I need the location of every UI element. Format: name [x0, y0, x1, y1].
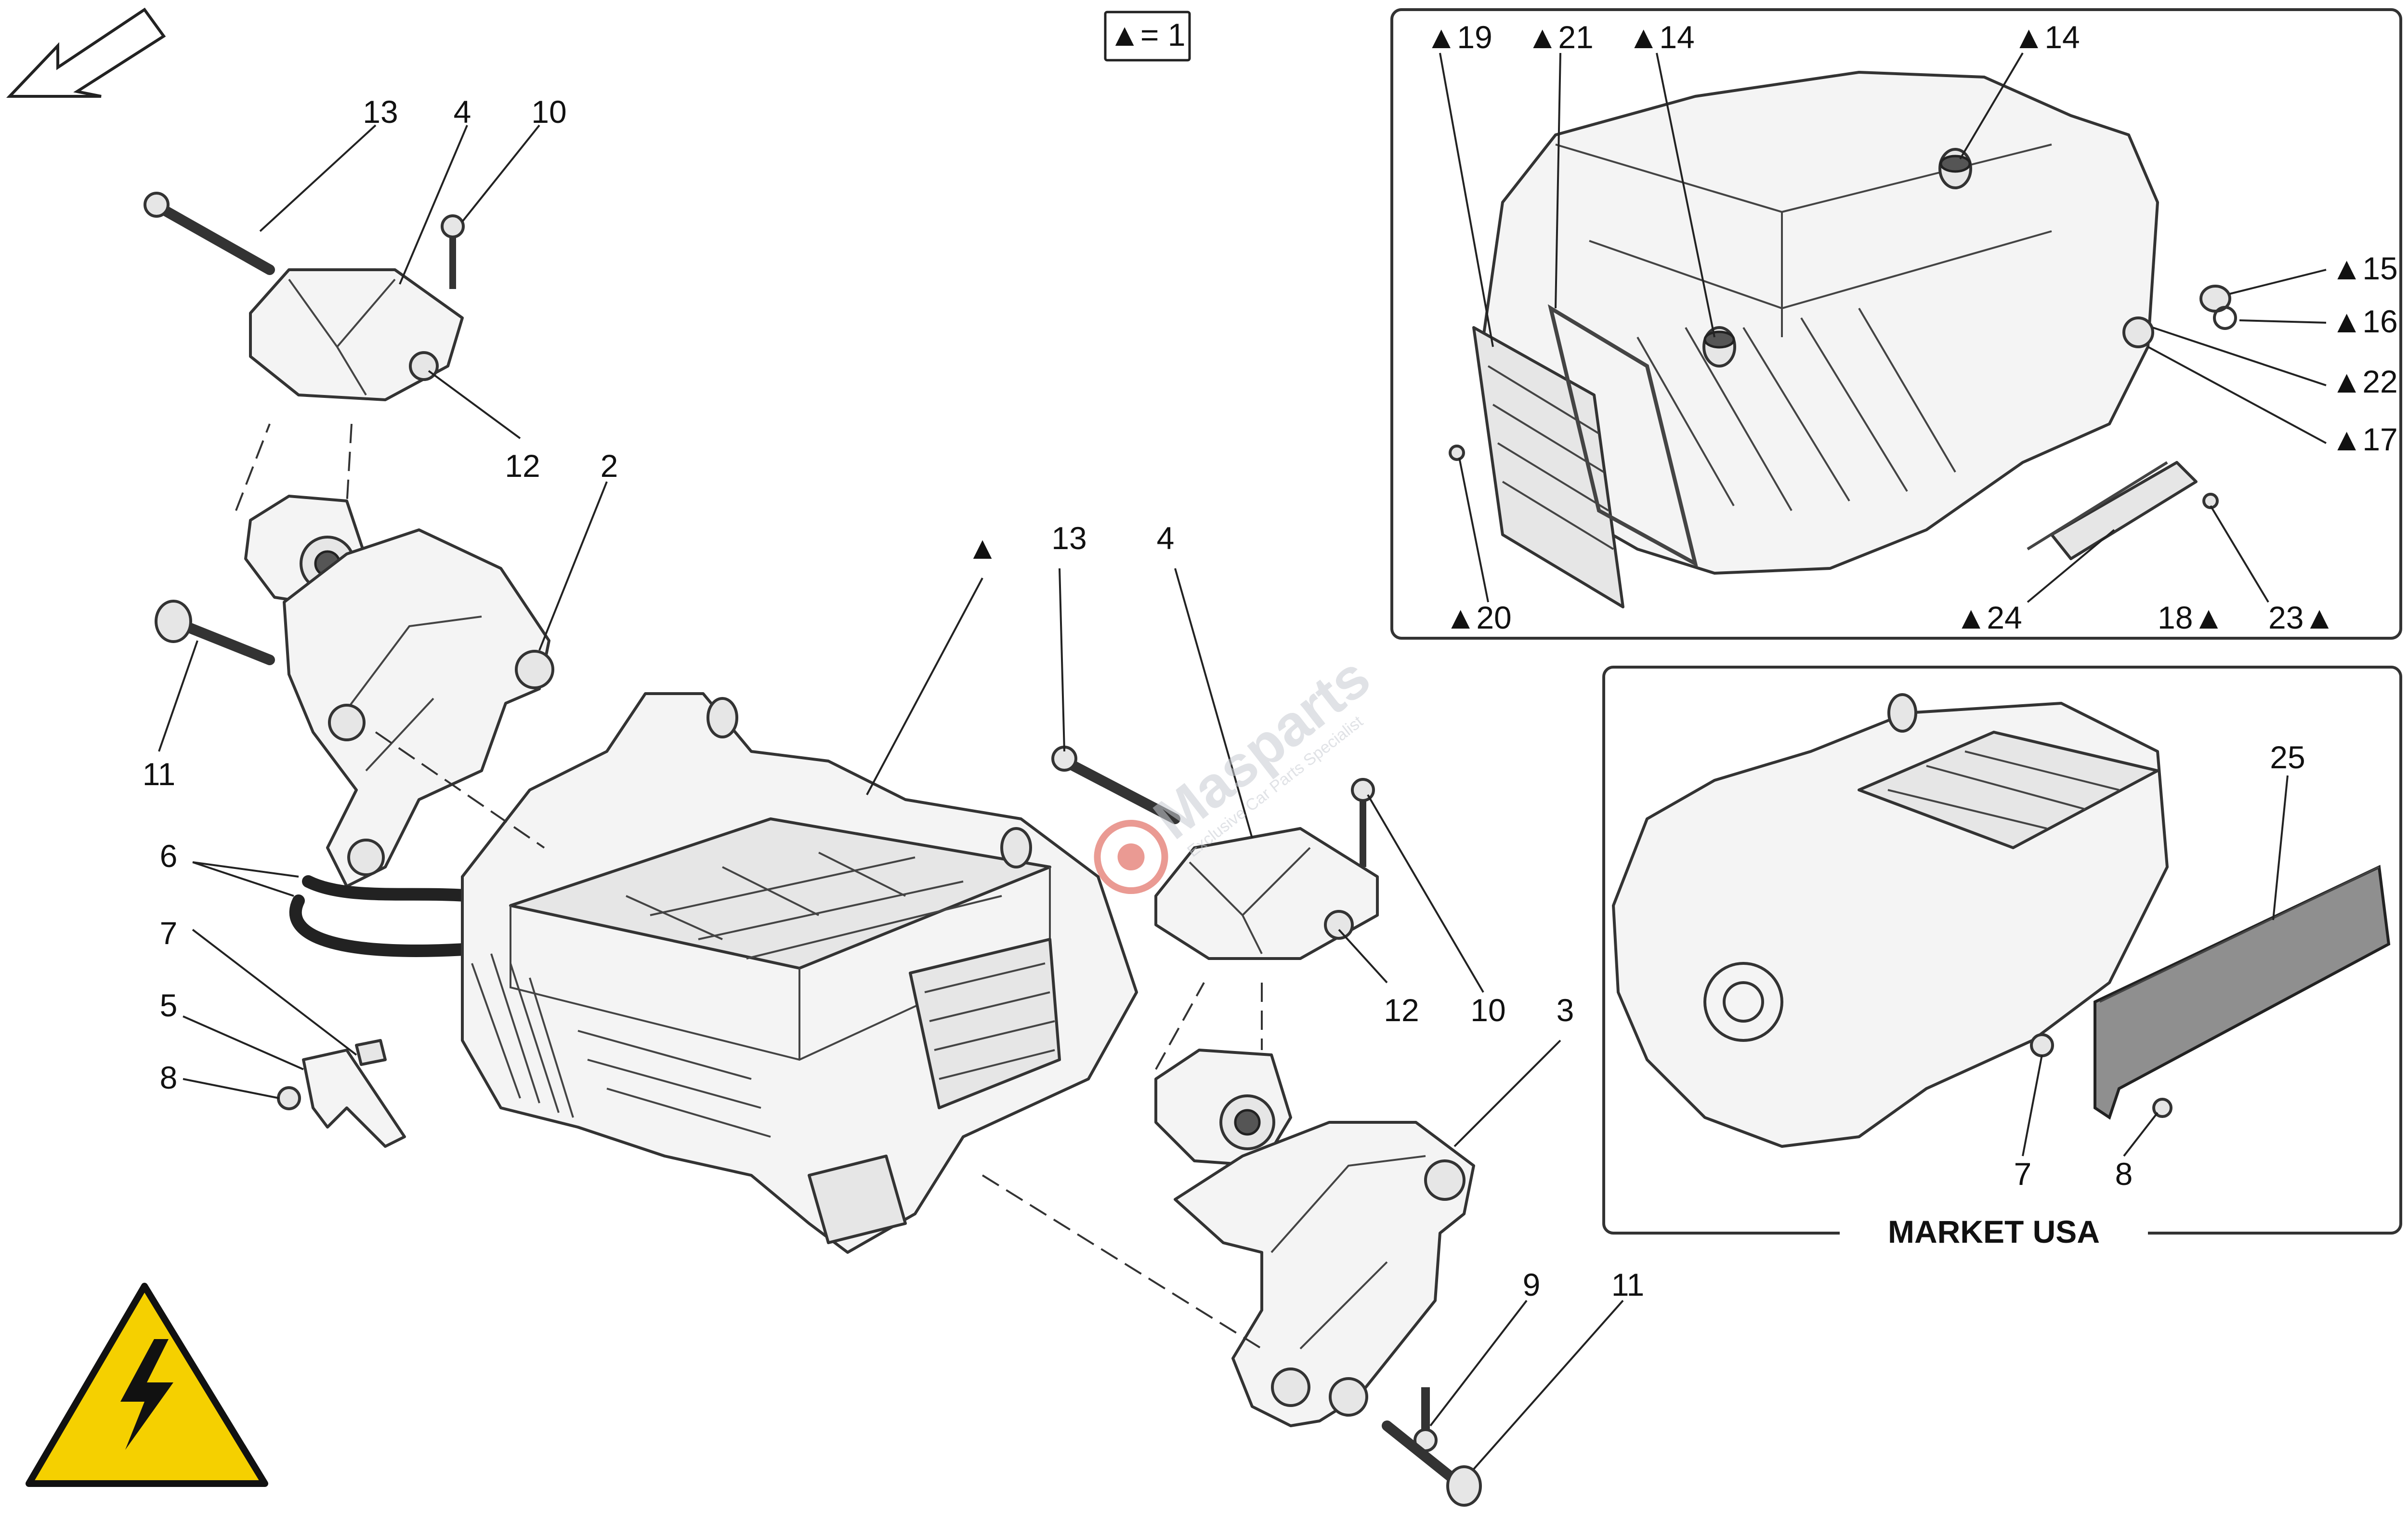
inset-usa-labels: 25 7 8 MARKET USA — [1888, 739, 2305, 1249]
label-10-left: 10 — [531, 94, 566, 130]
label-11-right: 11 — [1611, 1267, 1645, 1302]
label-24: ▲24 — [1955, 600, 2022, 635]
label-19: ▲19 — [1426, 19, 1492, 55]
center-line-1 — [375, 731, 545, 849]
label-drive-unit: ▲ — [967, 530, 998, 565]
label-17: ▲17 — [2331, 421, 2398, 457]
label-16: ▲16 — [2331, 303, 2398, 339]
labels-main: 13 4 10 12 2 11 6 7 5 8 ▲ 13 4 12 10 3 9… — [143, 94, 1645, 1302]
coolant-hoses — [289, 875, 478, 957]
label-14-right: ▲14 — [2013, 19, 2080, 55]
label-20: ▲20 — [1445, 600, 1512, 635]
label-13-left: 13 — [363, 94, 398, 130]
label-8-left: 8 — [160, 1060, 178, 1095]
label-10-right: 10 — [1470, 992, 1505, 1028]
label-14-left: ▲14 — [1628, 19, 1695, 55]
label-4-left: 4 — [454, 94, 471, 130]
right-mount-assembly — [1051, 746, 1482, 1507]
label-13-right: 13 — [1051, 520, 1086, 556]
watermark-brand: Masparts — [1142, 644, 1382, 852]
label-12-left: 12 — [505, 448, 540, 484]
label-5: 5 — [160, 987, 178, 1023]
label-4-right: 4 — [1157, 520, 1175, 556]
label-21: ▲21 — [1527, 19, 1594, 55]
direction-arrow-icon — [6, 7, 166, 98]
inset-top-leaders — [1439, 52, 2327, 603]
label-6: 6 — [160, 838, 178, 874]
inset-top-labels: ▲19 ▲21 ▲14 ▲14 ▲15 ▲16 ▲22 ▲17 ▲20 ▲24 … — [1426, 19, 2398, 635]
label-23: 23▲ — [2268, 600, 2335, 635]
label-12-right: 12 — [1384, 992, 1419, 1028]
inset-market-usa — [1602, 666, 2402, 1252]
bracket-5 — [277, 1039, 406, 1148]
leader-lines-main — [158, 124, 1624, 1470]
label-9: 9 — [1523, 1267, 1541, 1302]
legend-text: ▲= 1 — [1109, 17, 1186, 53]
label-11-left: 11 — [143, 756, 176, 792]
left-mount-assembly — [144, 192, 554, 888]
label-7-left: 7 — [160, 915, 178, 951]
legend-box: ▲= 1 — [1104, 11, 1191, 62]
inset-top — [1390, 8, 2402, 640]
inset-usa-leaders — [2022, 775, 2289, 1157]
label-7-usa: 7 — [2014, 1156, 2032, 1192]
electric-drive-unit — [461, 692, 1138, 1254]
market-usa-title: MARKET USA — [1888, 1214, 2100, 1249]
label-2: 2 — [601, 448, 618, 484]
label-18: 18▲ — [2158, 600, 2225, 635]
label-8-usa: 8 — [2115, 1156, 2133, 1192]
label-3: 3 — [1557, 992, 1574, 1028]
label-25: 25 — [2270, 739, 2305, 775]
label-15: ▲15 — [2331, 250, 2398, 286]
label-22: ▲22 — [2331, 364, 2398, 399]
high-voltage-warning-icon — [26, 1283, 268, 1487]
